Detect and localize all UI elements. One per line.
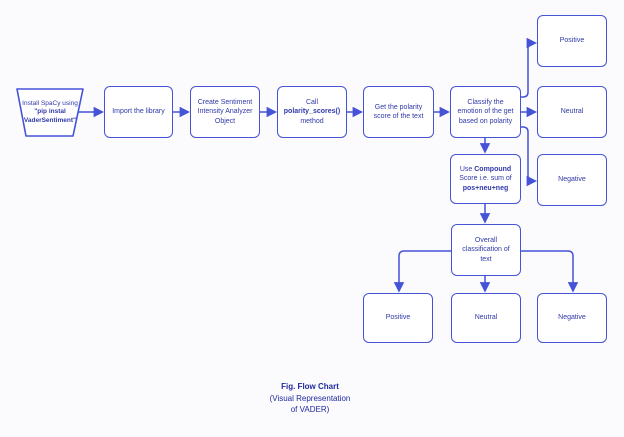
- caption-line3: of VADER): [290, 405, 330, 415]
- caption-line2: (Visual Representation: [269, 393, 351, 403]
- node-bottom-neutral-label: Neutral: [474, 314, 498, 322]
- install-bold-text: "pip instal VaderSentiment": [23, 108, 77, 124]
- caption-title: Fig. Flow Chart: [281, 382, 339, 391]
- node-call-polarity-scores: Call polarity_scores() method: [277, 86, 347, 138]
- connector-classify-to-negative: [521, 126, 538, 187]
- node-right-neutral: Neutral: [537, 86, 607, 138]
- connector-overall-to-bottom-negative: [521, 250, 579, 293]
- node-create-analyzer-label: Create Sentiment Intensity Analyzer Obje…: [197, 99, 253, 125]
- trapezoid-shape-icon: [16, 88, 84, 137]
- node-create-analyzer: Create Sentiment Intensity Analyzer Obje…: [190, 86, 260, 138]
- compound-bold2-text: pos+neu+neg: [462, 184, 509, 192]
- node-right-negative-label: Negative: [558, 176, 586, 184]
- call-bold-text: polarity_scores(): [283, 108, 341, 116]
- node-get-polarity-score-label: Get the polarity score of the text: [373, 103, 424, 120]
- node-use-compound-score: Use Compound Score i.e. sum of pos+neu+n…: [450, 154, 521, 204]
- node-right-positive-label: Positive: [559, 37, 585, 45]
- node-install-spacy-label: Install SpaCy using "pip instal VaderSen…: [19, 91, 81, 134]
- node-right-neutral-label: Neutral: [560, 108, 584, 116]
- node-classify-emotion-label: Classify the emotion of the get based on…: [457, 99, 514, 125]
- node-install-spacy: Install SpaCy using "pip instal VaderSen…: [13, 87, 87, 138]
- connector-classify-to-positive: [521, 37, 538, 98]
- compound-bold1-text: Compound: [474, 166, 512, 174]
- node-bottom-positive-label: Positive: [385, 314, 411, 322]
- node-bottom-negative-label: Negative: [558, 314, 586, 322]
- install-regular-text: Install SpaCy using: [22, 99, 78, 107]
- call-regular2-text: method: [300, 117, 324, 125]
- node-overall-classification-label: Overall classification of text: [462, 237, 510, 263]
- node-overall-classification: Overall classification of text: [451, 224, 521, 276]
- node-right-negative: Negative: [537, 154, 607, 206]
- node-import-library-label: Import the library: [112, 108, 165, 116]
- compound-regular2-text: Score i.e. sum of: [459, 175, 512, 183]
- node-import-library: Import the library: [104, 86, 173, 138]
- node-bottom-neutral: Neutral: [451, 293, 521, 343]
- compound-line1: Use Compound: [460, 165, 511, 174]
- compound-regular1-text: Use: [459, 166, 473, 174]
- node-bottom-positive: Positive: [363, 293, 433, 343]
- node-classify-emotion: Classify the emotion of the get based on…: [450, 86, 521, 138]
- call-regular1-text: Call: [305, 99, 319, 107]
- figure-caption: Fig. Flow Chart (Visual Representation o…: [220, 381, 400, 416]
- connector-overall-to-bottom-positive: [393, 250, 451, 293]
- node-bottom-negative: Negative: [537, 293, 607, 343]
- node-get-polarity-score: Get the polarity score of the text: [363, 86, 434, 138]
- node-right-positive: Positive: [537, 15, 607, 67]
